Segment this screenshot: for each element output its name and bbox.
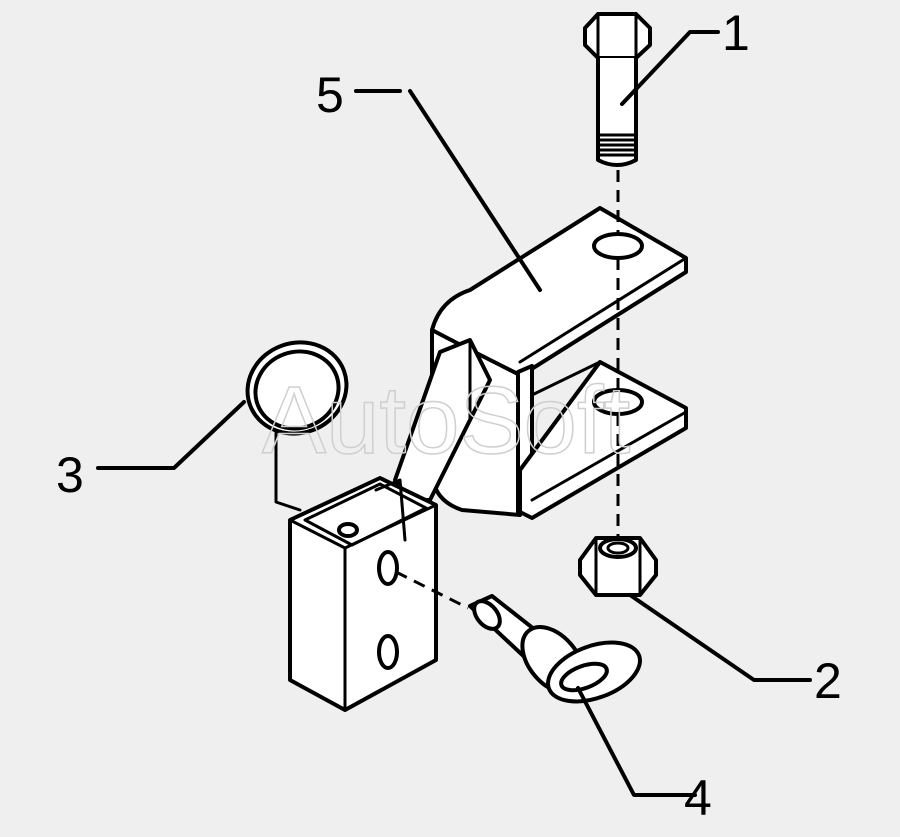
callout-label-1: 1 [722, 5, 750, 61]
leader-lines [96, 30, 812, 797]
bolt-part-1 [583, 12, 652, 167]
callout-labels: 1 2 3 4 5 [56, 5, 842, 826]
snap-ring-part-3 [245, 340, 349, 512]
bracket-part-5 [393, 206, 688, 520]
callout-label-2: 2 [814, 653, 842, 709]
callout-label-4: 4 [684, 770, 712, 826]
callout-label-3: 3 [56, 447, 84, 503]
pin-part-4 [468, 594, 642, 704]
watermark-text: AutoSoft [262, 367, 630, 474]
nut-part-2 [578, 536, 658, 597]
assembly-axes [395, 170, 620, 610]
callout-label-5: 5 [316, 67, 344, 123]
clevis-block [288, 476, 438, 712]
